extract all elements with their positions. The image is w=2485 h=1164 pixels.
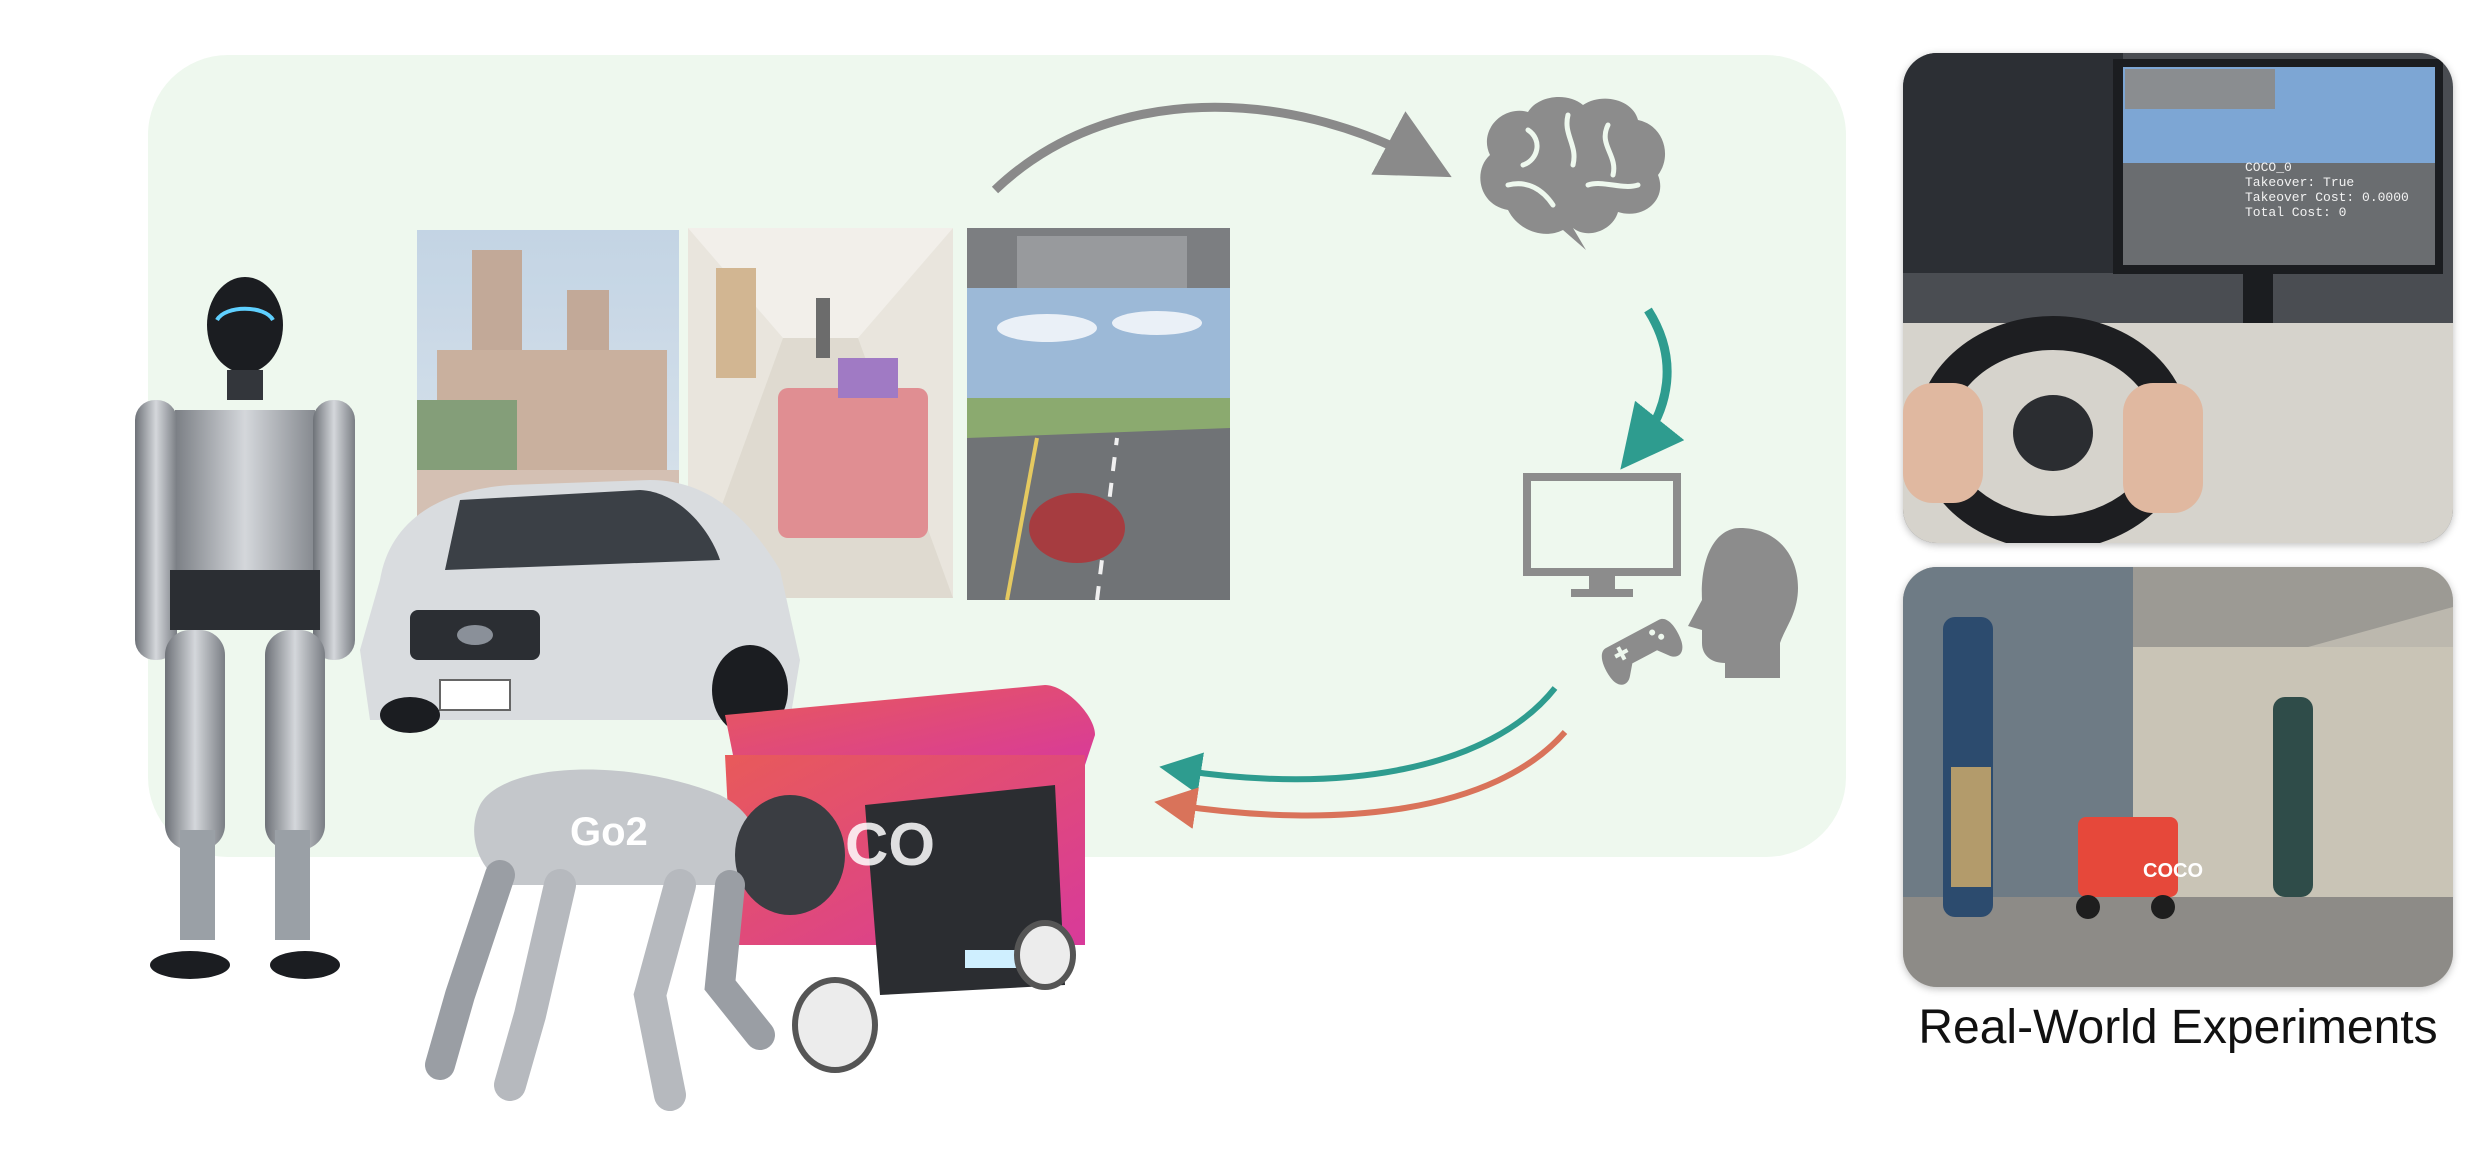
- driving-simulator-photo: [967, 228, 1230, 600]
- sim-overlay-line-1: COCO_0: [2245, 160, 2292, 175]
- model-to-interface-arrow: [1620, 307, 1685, 470]
- feedback-teal-arrow: [1159, 686, 1558, 794]
- monitor-icon: [1523, 473, 1683, 603]
- sim-overlay-line-2: Takeover: True: [2245, 175, 2354, 190]
- gamepad-icon: [1598, 610, 1683, 685]
- sim-overlay-line-3: Takeover Cost: 0.0000: [2245, 190, 2409, 205]
- sim-overlay-line-4: Total Cost: 0: [2245, 205, 2346, 220]
- quadruped-robot-image: Go2: [420, 735, 850, 1135]
- corridor-robot-label: COCO: [2143, 860, 2203, 882]
- human-head-icon: [1680, 528, 1800, 678]
- feedback-coral-arrow: [1154, 730, 1568, 829]
- brain-icon: [1468, 90, 1673, 250]
- suv-car-image: [350, 430, 810, 760]
- corridor-experiment-photo: COCO: [1903, 567, 2453, 987]
- data-to-model-arrow: [991, 102, 1452, 194]
- humanoid-robot-image: [95, 270, 375, 990]
- steering-wheel-setup-photo: COCO_0 Takeover: True Takeover Cost: 0.0…: [1903, 53, 2453, 543]
- quadruped-label: Go2: [570, 810, 648, 854]
- real-world-experiments-caption: Real-World Experiments: [1918, 1001, 2438, 1054]
